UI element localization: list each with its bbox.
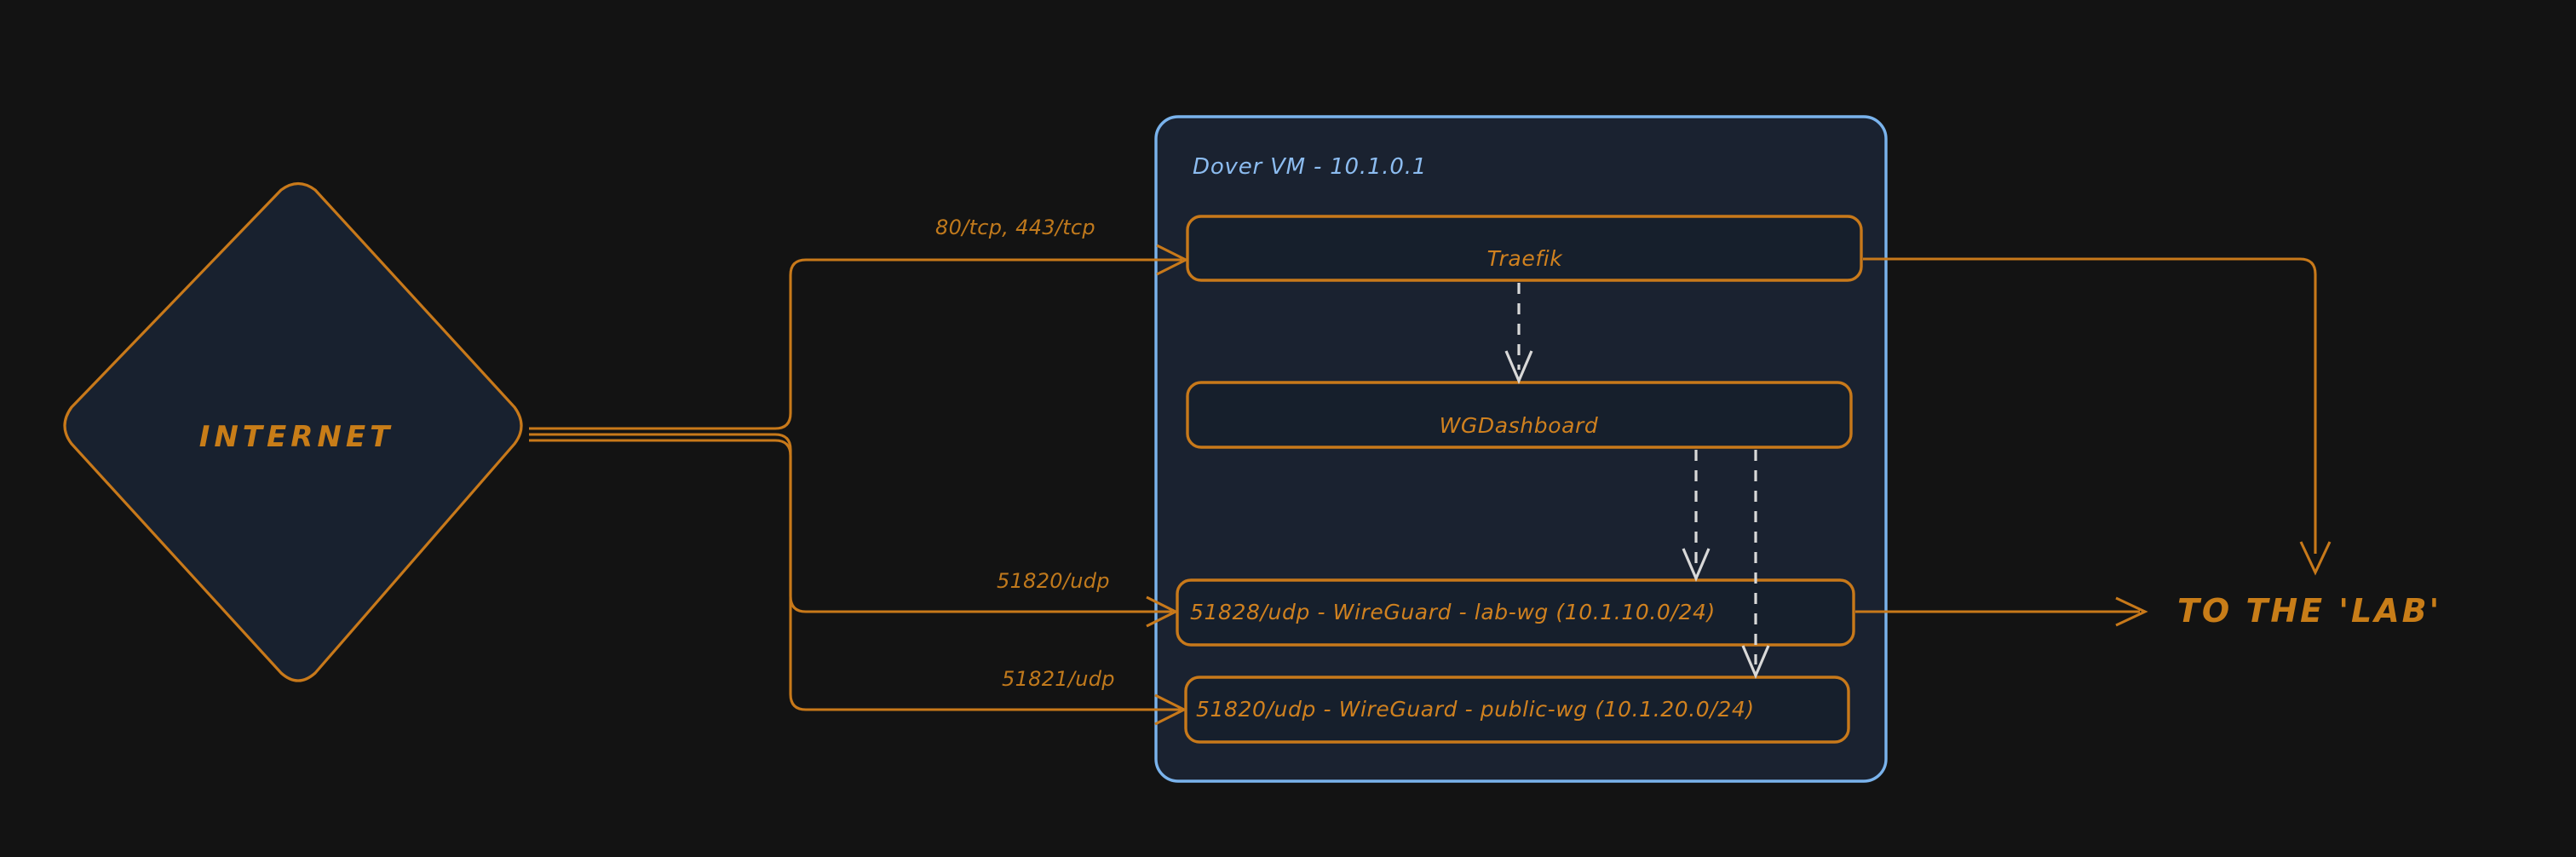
node-internet[interactable]: INTERNET [63, 181, 523, 682]
lab-wg-label: 51828/udp - WireGuard - lab-wg (10.1.10.… [1190, 600, 1716, 624]
edge-internet-publicwg-arrowhead [1154, 693, 1187, 726]
node-traefik[interactable]: Traefik [1186, 215, 1863, 282]
edge-wgdash-labwg-arrowhead [1682, 548, 1711, 583]
edge-internet-to-lab-wg: 51820/udp [529, 433, 1179, 628]
edge-wgdashboard-to-public-wg [1741, 450, 1770, 680]
node-lab-wg[interactable]: 51828/udp - WireGuard - lab-wg (10.1.10.… [1176, 578, 1855, 647]
edge-internet-labwg-arrowhead [1146, 595, 1179, 628]
edge-labwg-lab-arrowhead [2115, 596, 2148, 627]
edge-wgdashboard-to-lab-wg [1682, 450, 1711, 583]
internet-diamond-shape [63, 181, 523, 682]
wgdashboard-label: WGDashboard [1440, 413, 1599, 438]
lab-wg-box [1176, 578, 1855, 647]
node-public-wg[interactable]: 51820/udp - WireGuard - public-wg (10.1.… [1184, 676, 1850, 744]
traefik-label: Traefik [1487, 246, 1564, 271]
edge-internet-to-public-wg: 51821/udp [529, 439, 1187, 726]
edge-internet-traefik-arrowhead [1156, 244, 1189, 276]
edge-traefik-lab-line [1863, 257, 2317, 554]
traefik-box [1186, 215, 1863, 282]
edge-internet-traefik-line [529, 258, 1182, 430]
edge-internet-publicwg-line [529, 439, 1181, 711]
node-to-the-lab[interactable]: TO THE 'LAB' [2177, 592, 2441, 630]
to-the-lab-label: TO THE 'LAB' [2177, 592, 2441, 630]
public-wg-label: 51820/udp - WireGuard - public-wg (10.1.… [1196, 697, 1755, 722]
edge-wgdash-publicwg-arrowhead [1741, 645, 1770, 680]
edge-label-http-ports: 80/tcp, 443/tcp [935, 216, 1095, 239]
edge-label-51821-udp: 51821/udp [1002, 667, 1115, 691]
edge-traefik-to-lab [1863, 257, 2332, 576]
internet-label: INTERNET [199, 420, 394, 454]
edge-traefik-lab-arrowhead [2299, 541, 2332, 576]
edge-traefik-to-wgdashboard [1504, 283, 1533, 385]
edge-internet-to-traefik: 80/tcp, 443/tcp [529, 216, 1189, 430]
edge-traefik-wgdash-arrowhead [1504, 350, 1533, 385]
subgraph-title: Dover VM - 10.1.0.1 [1193, 154, 1427, 180]
node-wgdashboard[interactable]: WGDashboard [1186, 381, 1853, 449]
edge-lab-wg-to-lab [1855, 596, 2148, 627]
edge-label-51820-udp: 51820/udp [997, 569, 1110, 593]
